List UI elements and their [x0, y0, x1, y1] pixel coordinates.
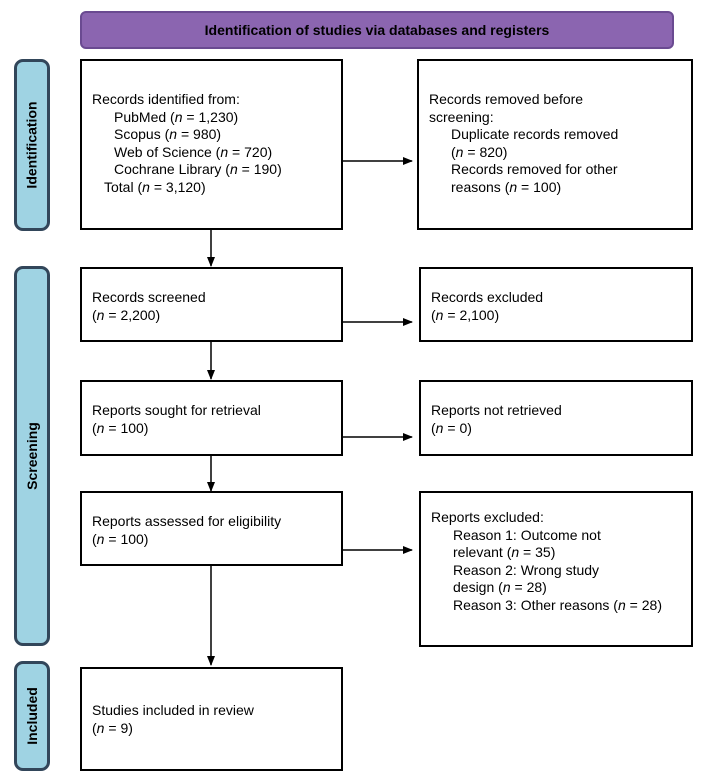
other-removed-label2: reasons [451, 178, 501, 195]
records-excluded-count: (n = 2,100) [431, 306, 500, 323]
total-label: Total [104, 178, 134, 195]
phase-label-screening: Screening [14, 266, 50, 646]
source-pubmed: PubMed (n = 1,230) [114, 108, 239, 125]
other-removed-label: Records removed for other [451, 161, 618, 177]
studies-included-value: 9 [120, 719, 129, 736]
reports-not-retrieved-count: (n = 0) [431, 419, 472, 436]
source-name: PubMed [114, 108, 167, 125]
reason-2-count: 28 [526, 579, 543, 595]
reason-2-line1: Reason 2: Wrong study [453, 561, 600, 578]
reports-not-retrieved-label: Reports not retrieved [431, 402, 562, 418]
reason-1-count: 35 [535, 544, 551, 560]
records-removed-line1: Records removed before [429, 91, 584, 107]
source-count: 1,230 [198, 108, 234, 125]
records-screened-box: Records screened (n = 2,200) [80, 267, 343, 342]
other-removed-count: reasons (n = 100) [451, 178, 562, 195]
source-cochrane-library: Cochrane Library (n = 190) [114, 161, 282, 177]
header-identification-title: Identification of studies via databases … [80, 11, 674, 49]
header-title-text: Identification of studies via databases … [204, 22, 550, 38]
other-removed-value: 100 [533, 178, 557, 195]
records-excluded-label: Records excluded [431, 289, 544, 305]
reports-not-retrieved-value: 0 [459, 419, 468, 436]
reports-assessed-value: 100 [120, 530, 144, 547]
reports-assessed-box: Reports assessed for eligibility (n = 10… [80, 491, 343, 566]
reports-assessed-count: (n = 100) [92, 530, 149, 547]
source-count: 980 [193, 126, 217, 142]
reports-excluded-box: Reports excluded: Reason 1: Outcome not … [419, 491, 693, 647]
reason-1-line1: Reason 1: Outcome not [453, 526, 601, 543]
reports-sought-label: Reports sought for retrieval [92, 402, 261, 418]
source-web-of-science: Web of Science (n = 720) [114, 143, 273, 160]
source-scopus: Scopus (n = 980) [114, 126, 222, 142]
records-removed-box: Records removed before screening: Duplic… [417, 59, 693, 230]
phase-label-included: Included [14, 661, 50, 771]
duplicates-count: (n = 820) [451, 143, 508, 160]
source-count: 190 [253, 161, 278, 177]
records-identified-heading: Records identified from: [92, 91, 240, 107]
reason-3-count: 28 [641, 596, 658, 613]
records-excluded-value: 2,100 [459, 306, 495, 323]
studies-included-count: (n = 9) [92, 719, 133, 736]
reason-3-line: Reason 3: Other reasons (n = 28) [453, 596, 662, 613]
reports-sought-box: Reports sought for retrieval (n = 100) [80, 380, 343, 456]
records-screened-count: (n = 2,200) [92, 306, 161, 323]
studies-included-label: Studies included in review [92, 702, 254, 718]
records-total: Total (n = 3,120) [104, 178, 206, 195]
source-name: Cochrane Library [114, 161, 222, 177]
duplicates-value: 820 [479, 143, 503, 160]
phase-label-identification: Identification [14, 59, 50, 231]
reason-3-text: Reason 3: Other reasons [453, 596, 610, 613]
reports-sought-count: (n = 100) [92, 419, 149, 436]
reports-excluded-heading: Reports excluded: [431, 509, 544, 525]
reports-not-retrieved-box: Reports not retrieved (n = 0) [419, 380, 693, 456]
records-screened-label: Records screened [92, 289, 206, 305]
reports-sought-value: 100 [120, 419, 144, 436]
records-removed-line2: screening: [429, 108, 494, 125]
source-count: 720 [244, 143, 268, 160]
records-excluded-box: Records excluded (n = 2,100) [419, 267, 693, 342]
reason-2-text: design [453, 579, 495, 595]
reason-2-line2: design (n = 28) [453, 579, 547, 595]
reports-assessed-label: Reports assessed for eligibility [92, 513, 282, 529]
reason-1-line2: relevant (n = 35) [453, 544, 556, 560]
source-name: Scopus [114, 126, 161, 142]
reason-1-text: relevant [453, 544, 503, 560]
source-name: Web of Science [114, 143, 212, 160]
records-screened-value: 2,200 [120, 306, 156, 323]
records-identified-box: Records identified from: PubMed (n = 1,2… [80, 59, 343, 230]
duplicates-label: Duplicate records removed [451, 126, 619, 142]
total-count: 3,120 [165, 178, 201, 195]
studies-included-box: Studies included in review (n = 9) [80, 667, 343, 771]
